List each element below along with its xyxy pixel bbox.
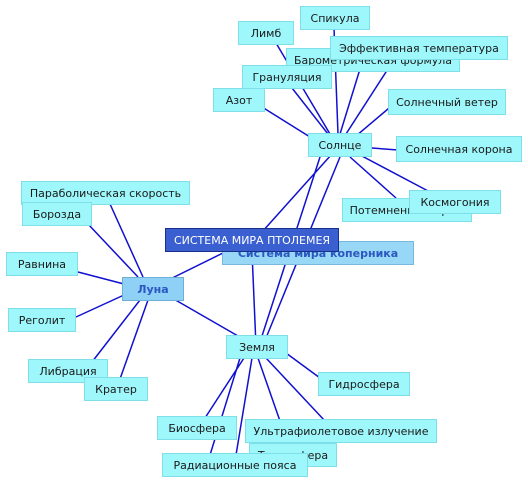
node-plain[interactable]: Равнина	[6, 252, 78, 276]
node-furrow[interactable]: Борозда	[22, 202, 92, 226]
edge-sun-cosmogony	[359, 154, 431, 193]
node-ptolemy-system[interactable]: СИСТЕМА МИРА ПТОЛЕМЕЯ	[165, 228, 339, 252]
node-earth[interactable]: Земля	[226, 335, 288, 359]
edge-center-earth	[251, 251, 257, 347]
edge-moon-regolith	[75, 294, 125, 318]
node-biosphere[interactable]: Биосфера	[157, 416, 237, 440]
edge-sun-granulation	[291, 87, 329, 135]
node-regolith[interactable]: Реголит	[8, 308, 76, 332]
node-solar-corona[interactable]: Солнечная корона	[396, 136, 522, 162]
node-radiation-belts[interactable]: Радиационные пояса	[162, 453, 308, 477]
node-ultraviolet[interactable]: Ультрафиолетовое излучение	[245, 419, 437, 443]
node-limb[interactable]: Лимб	[238, 21, 294, 45]
node-granulation[interactable]: Грануляция	[242, 65, 332, 89]
edge-sun-limb-darkening	[349, 156, 397, 199]
edge-moon-parabolic-velocity	[109, 203, 144, 278]
edge-earth-radiation-belts-2	[209, 357, 241, 456]
edge-earth-hydrosphere	[285, 352, 321, 379]
node-crater[interactable]: Кратер	[84, 377, 148, 401]
node-nitrogen[interactable]: Азот	[213, 88, 265, 112]
edge-sun-nitrogen	[261, 106, 311, 138]
node-hydrosphere[interactable]: Гидросфера	[318, 372, 410, 396]
edge-moon-furrow	[87, 223, 139, 278]
edge-sun-barometric-formula	[339, 68, 361, 135]
edge-center-sun	[261, 144, 341, 233]
edge-earth-ultraviolet	[265, 357, 326, 422]
edge-sun-solar-corona	[371, 147, 399, 151]
edge-moon-earth	[171, 297, 239, 337]
node-spicule[interactable]: Спикула	[300, 6, 370, 30]
node-effective-temperature[interactable]: Эффективная температура	[330, 36, 508, 60]
node-moon[interactable]: Луна	[122, 277, 184, 301]
edge-moon-plain	[77, 271, 125, 285]
edge-moon-libration	[91, 299, 141, 363]
node-sun[interactable]: Солнце	[308, 133, 372, 157]
node-parabolic-velocity[interactable]: Параболическая скорость	[21, 181, 190, 205]
node-solar-wind[interactable]: Солнечный ветер	[388, 89, 506, 115]
edge-earth-radiation-belts	[235, 357, 253, 456]
edge-moon-crater	[119, 299, 149, 380]
node-cosmogony[interactable]: Космогония	[409, 190, 501, 214]
